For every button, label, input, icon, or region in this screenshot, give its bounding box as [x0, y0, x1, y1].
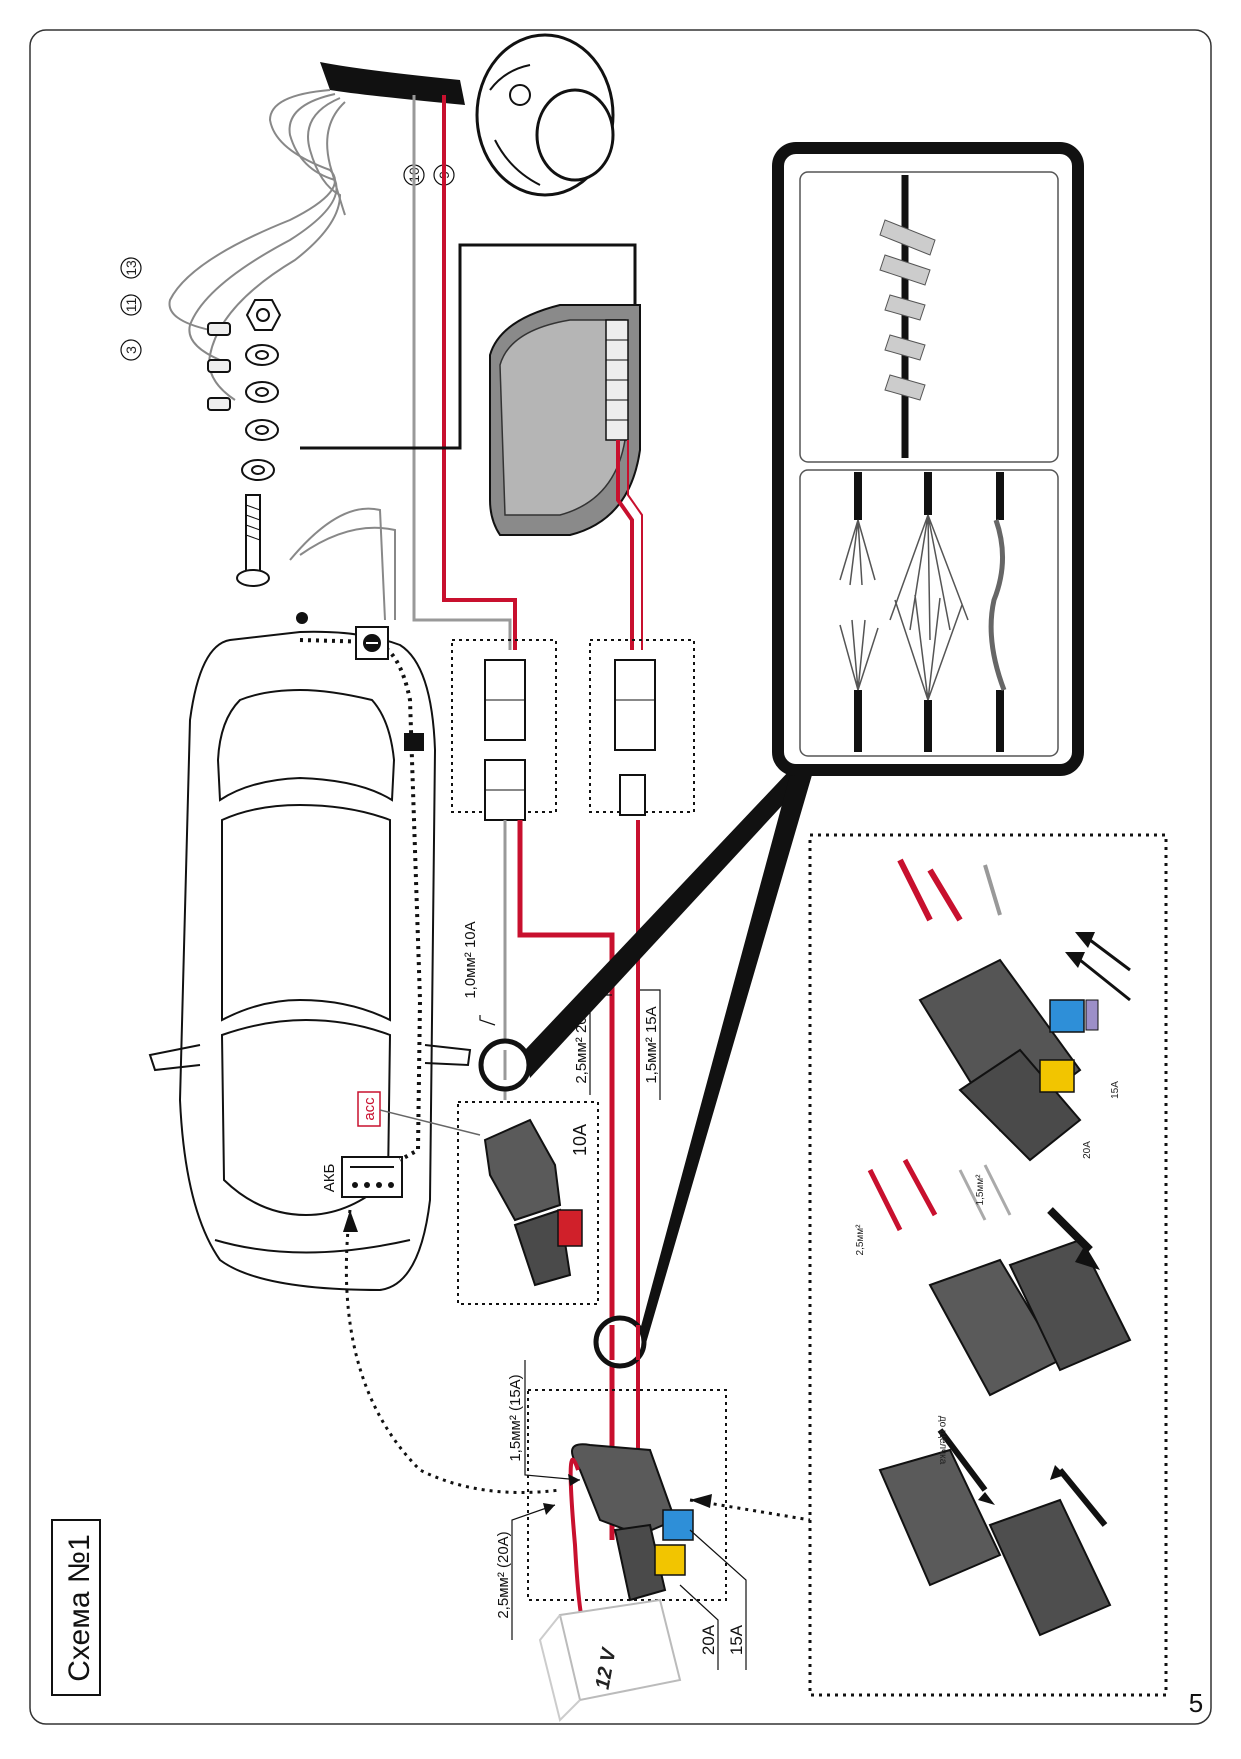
fuse-10a-label: 10A: [570, 1124, 590, 1156]
title-box: Схема №1: [51, 1519, 101, 1696]
nut-icon: [245, 299, 282, 331]
connector-group-1: [451, 639, 557, 821]
wire-1-5-label: 1,5мм² 15А: [643, 1006, 660, 1083]
pin-9-wire: [442, 95, 517, 650]
battery-label: АКБ: [321, 1164, 338, 1193]
page-title: Схема №1: [63, 1534, 96, 1682]
fuse-20a-label: 20A: [699, 1624, 718, 1655]
ground-symbol-icon: [355, 626, 389, 660]
acc-tag: acc: [357, 1091, 481, 1136]
module-power-wire-2: [627, 440, 643, 650]
inset-2-5-label: 2,5мм²: [855, 1224, 866, 1256]
trailer-socket-icon: [320, 33, 615, 197]
inset-1-5-label: 1,5мм²: [975, 1174, 986, 1206]
pin-11-label: 11: [123, 298, 139, 313]
battery-pigtail: [568, 1457, 584, 1621]
harness-start-point: [296, 612, 308, 624]
main-wire-2-5: [517, 820, 615, 1540]
wire-2-5-bottom-label: 2,5мм² (20А): [495, 1531, 512, 1618]
wire-preparation-inset: [772, 142, 1084, 776]
battery-12v-icon: 12 V: [538, 1598, 682, 1722]
wire-1-5-bottom-label: 1,5мм² (15А): [507, 1374, 524, 1461]
callout-wedge-bottom: [640, 775, 812, 1350]
ground-pigtails: [168, 89, 346, 401]
arrow-head-icon: [343, 1210, 358, 1232]
acc-label: acc: [361, 1097, 378, 1121]
callout-wedge-top: [525, 770, 815, 1078]
page-number: 5: [1189, 1688, 1203, 1718]
pin-3-label: 3: [123, 346, 139, 354]
wire-1-0-label: 1,0мм² 10А: [462, 921, 479, 998]
harness-clip: [404, 733, 424, 751]
connector-group-2: [589, 639, 695, 816]
page-frame: [29, 29, 1212, 1725]
battery-link-dotted: [344, 1209, 561, 1494]
harness-route-dotted: [299, 638, 423, 1162]
ring-terminals: [207, 322, 279, 481]
inset-20a-label: 20A: [1082, 1141, 1093, 1159]
bolt-icon: [236, 494, 270, 587]
inset-to-click-label: до щелчка: [937, 1416, 948, 1465]
bottom-wire-labels: 1,5мм² (15А) 2,5мм² (20А) 20A 15A: [495, 1360, 747, 1670]
fuse-assembly-inset: 15A 20A 2,5мм² 1,5мм² до щелчка: [808, 833, 1168, 1697]
pin-13-label: 13: [123, 260, 139, 276]
pin-number-labels: 10 9 13 11 3: [120, 164, 455, 361]
control-module-icon: [489, 304, 641, 536]
fuse-15a-label: 15A: [727, 1624, 746, 1655]
module-power-wire: [616, 440, 634, 650]
inset-15a-label: 15A: [1110, 1081, 1121, 1099]
fuse-box-main: [527, 1389, 727, 1602]
ground-wire: [289, 507, 396, 621]
car-top-view-icon: [148, 630, 472, 1292]
fuse-box-10a: 10A: [457, 1101, 599, 1305]
battery-icon: АКБ: [321, 1156, 403, 1198]
pin-10-wire: [412, 95, 512, 650]
